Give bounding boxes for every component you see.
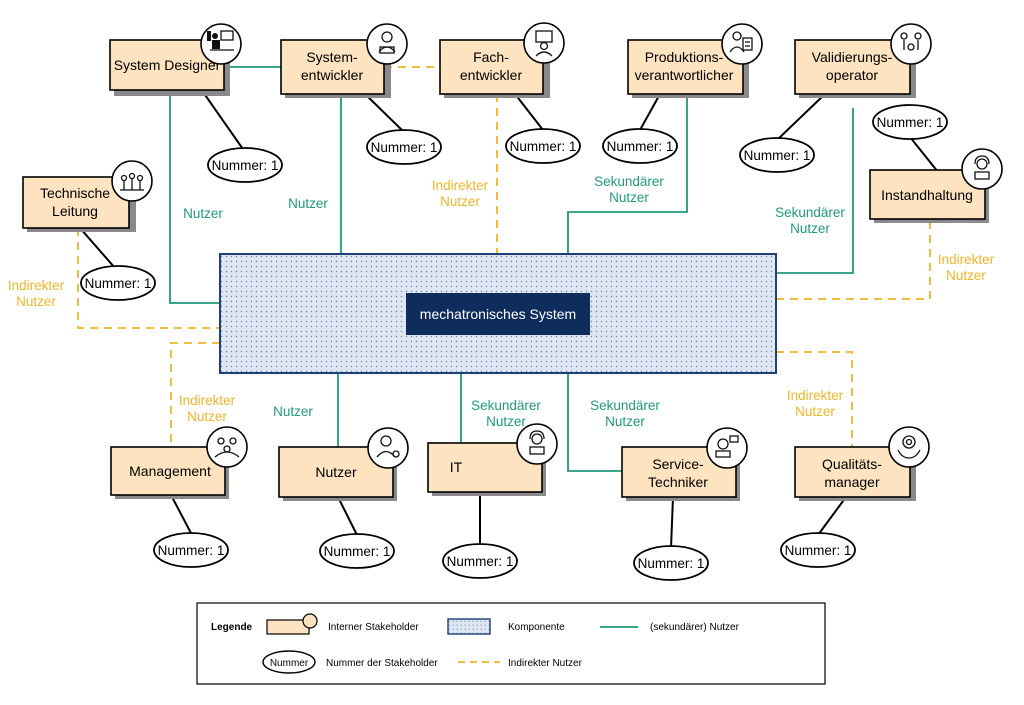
stakeholder-label: Validierungs-operator: [812, 49, 893, 83]
it-support-icon: [529, 430, 545, 455]
legend-indirect-label: Indirekter Nutzer: [508, 658, 583, 669]
stakeholder-number: Nummer: 1: [85, 276, 152, 291]
checklist-manager-icon: [729, 31, 753, 53]
stakeholder-number: Nummer: 1: [638, 556, 705, 571]
team-operator-icon: [900, 32, 922, 51]
stakeholder-label: Fach-entwickler: [460, 49, 523, 83]
user-settings-icon: [376, 435, 400, 458]
stakeholder-instandhaltung[interactable]: Instandhaltung Nummer: 1: [869, 104, 1003, 223]
legend: Legende Interner Stakeholder Komponente …: [196, 602, 826, 685]
stakeholder-number: Nummer: 1: [447, 554, 514, 569]
stakeholder-system-designer[interactable]: System Designer Nummer: 1: [109, 23, 283, 183]
stakeholder-label: Qualitäts-manager: [822, 456, 882, 490]
stakeholder-number: Nummer: 1: [877, 115, 944, 130]
developer-icon: [378, 31, 396, 54]
stakeholder-number: Nummer: 1: [607, 139, 674, 154]
legend-number-label: Nummer der Stakeholder: [326, 658, 438, 669]
stakeholder-label: Management: [129, 463, 211, 479]
label-nutzer-systementwickler: Nutzer: [288, 196, 328, 211]
stakeholder-number: Nummer: 1: [324, 544, 391, 559]
laptop-developer-icon: [535, 30, 553, 57]
system-label: mechatronisches System: [420, 306, 576, 322]
legend-number-sample: Nummer: [270, 658, 309, 669]
stakeholder-produktion[interactable]: Produktions-verantwortlicher Nummer: 1: [602, 23, 763, 164]
legend-title: Legende: [211, 622, 253, 633]
stakeholder-service[interactable]: Service-Techniker Nummer: 1: [621, 427, 748, 581]
stakeholder-number: Nummer: 1: [744, 148, 811, 163]
group-management-icon: [214, 437, 240, 458]
label-nutzer-bottom: Nutzer: [273, 404, 313, 419]
stakeholder-fachentwickler[interactable]: Fach-entwickler Nummer: 1: [439, 22, 581, 164]
stakeholder-management[interactable]: Management Nummer: 1: [110, 426, 248, 568]
stakeholder-qualitaet[interactable]: Qualitäts-manager Nummer: 1: [780, 426, 930, 568]
legend-component-label: Komponente: [508, 622, 565, 633]
line-service: [567, 373, 622, 472]
line-produktion: [567, 94, 688, 254]
headset-support-icon: [974, 155, 990, 180]
line-technische-leitung: [77, 228, 220, 329]
line-qualitaet: [776, 351, 853, 447]
stakeholder-label: Nutzer: [315, 464, 357, 480]
stakeholder-number: Nummer: 1: [785, 543, 852, 558]
legend-component-swatch: [447, 618, 491, 635]
desk-worker-icon: [207, 30, 234, 51]
stakeholder-systementwickler[interactable]: System-entwickler Nummer: 1: [280, 23, 442, 165]
legend-internal-label: Interner Stakeholder: [328, 622, 419, 633]
stakeholder-number: Nummer: 1: [158, 543, 225, 558]
stakeholder-it[interactable]: IT Nummer: 1: [427, 423, 558, 579]
system-label-box: [406, 293, 590, 335]
stakeholder-label: Service-Techniker: [648, 456, 708, 490]
line-management: [170, 342, 220, 447]
stakeholder-number: Nummer: 1: [212, 158, 279, 173]
stakeholder-number: Nummer: 1: [510, 139, 577, 154]
stakeholder-label: Produktions-verantwortlicher: [635, 49, 734, 83]
quality-award-icon: [897, 435, 921, 459]
stakeholder-validierung[interactable]: Validierungs-operator Nummer: 1: [739, 23, 932, 173]
line-instandhaltung: [776, 221, 931, 300]
line-validierung: [776, 108, 854, 274]
team-lead-icon: [120, 172, 144, 191]
system-component[interactable]: mechatronisches System: [219, 253, 777, 374]
stakeholder-label: Instandhaltung: [881, 187, 973, 203]
stakeholder-label: System-entwickler: [301, 49, 364, 83]
stakeholder-nutzer[interactable]: Nutzer Nummer: 1: [278, 427, 409, 569]
stakeholder-label: System Designer: [114, 57, 221, 73]
service-chat-icon: [715, 435, 739, 458]
legend-user-label: (sekundärer) Nutzer: [650, 622, 740, 633]
connector-lines: [77, 66, 931, 472]
label-nutzer-designer: Nutzer: [183, 206, 223, 221]
legend-number-swatch: [262, 650, 316, 674]
stakeholder-label: IT: [450, 459, 463, 475]
line-system-designer: [169, 90, 220, 304]
stakeholder-number: Nummer: 1: [371, 140, 438, 155]
